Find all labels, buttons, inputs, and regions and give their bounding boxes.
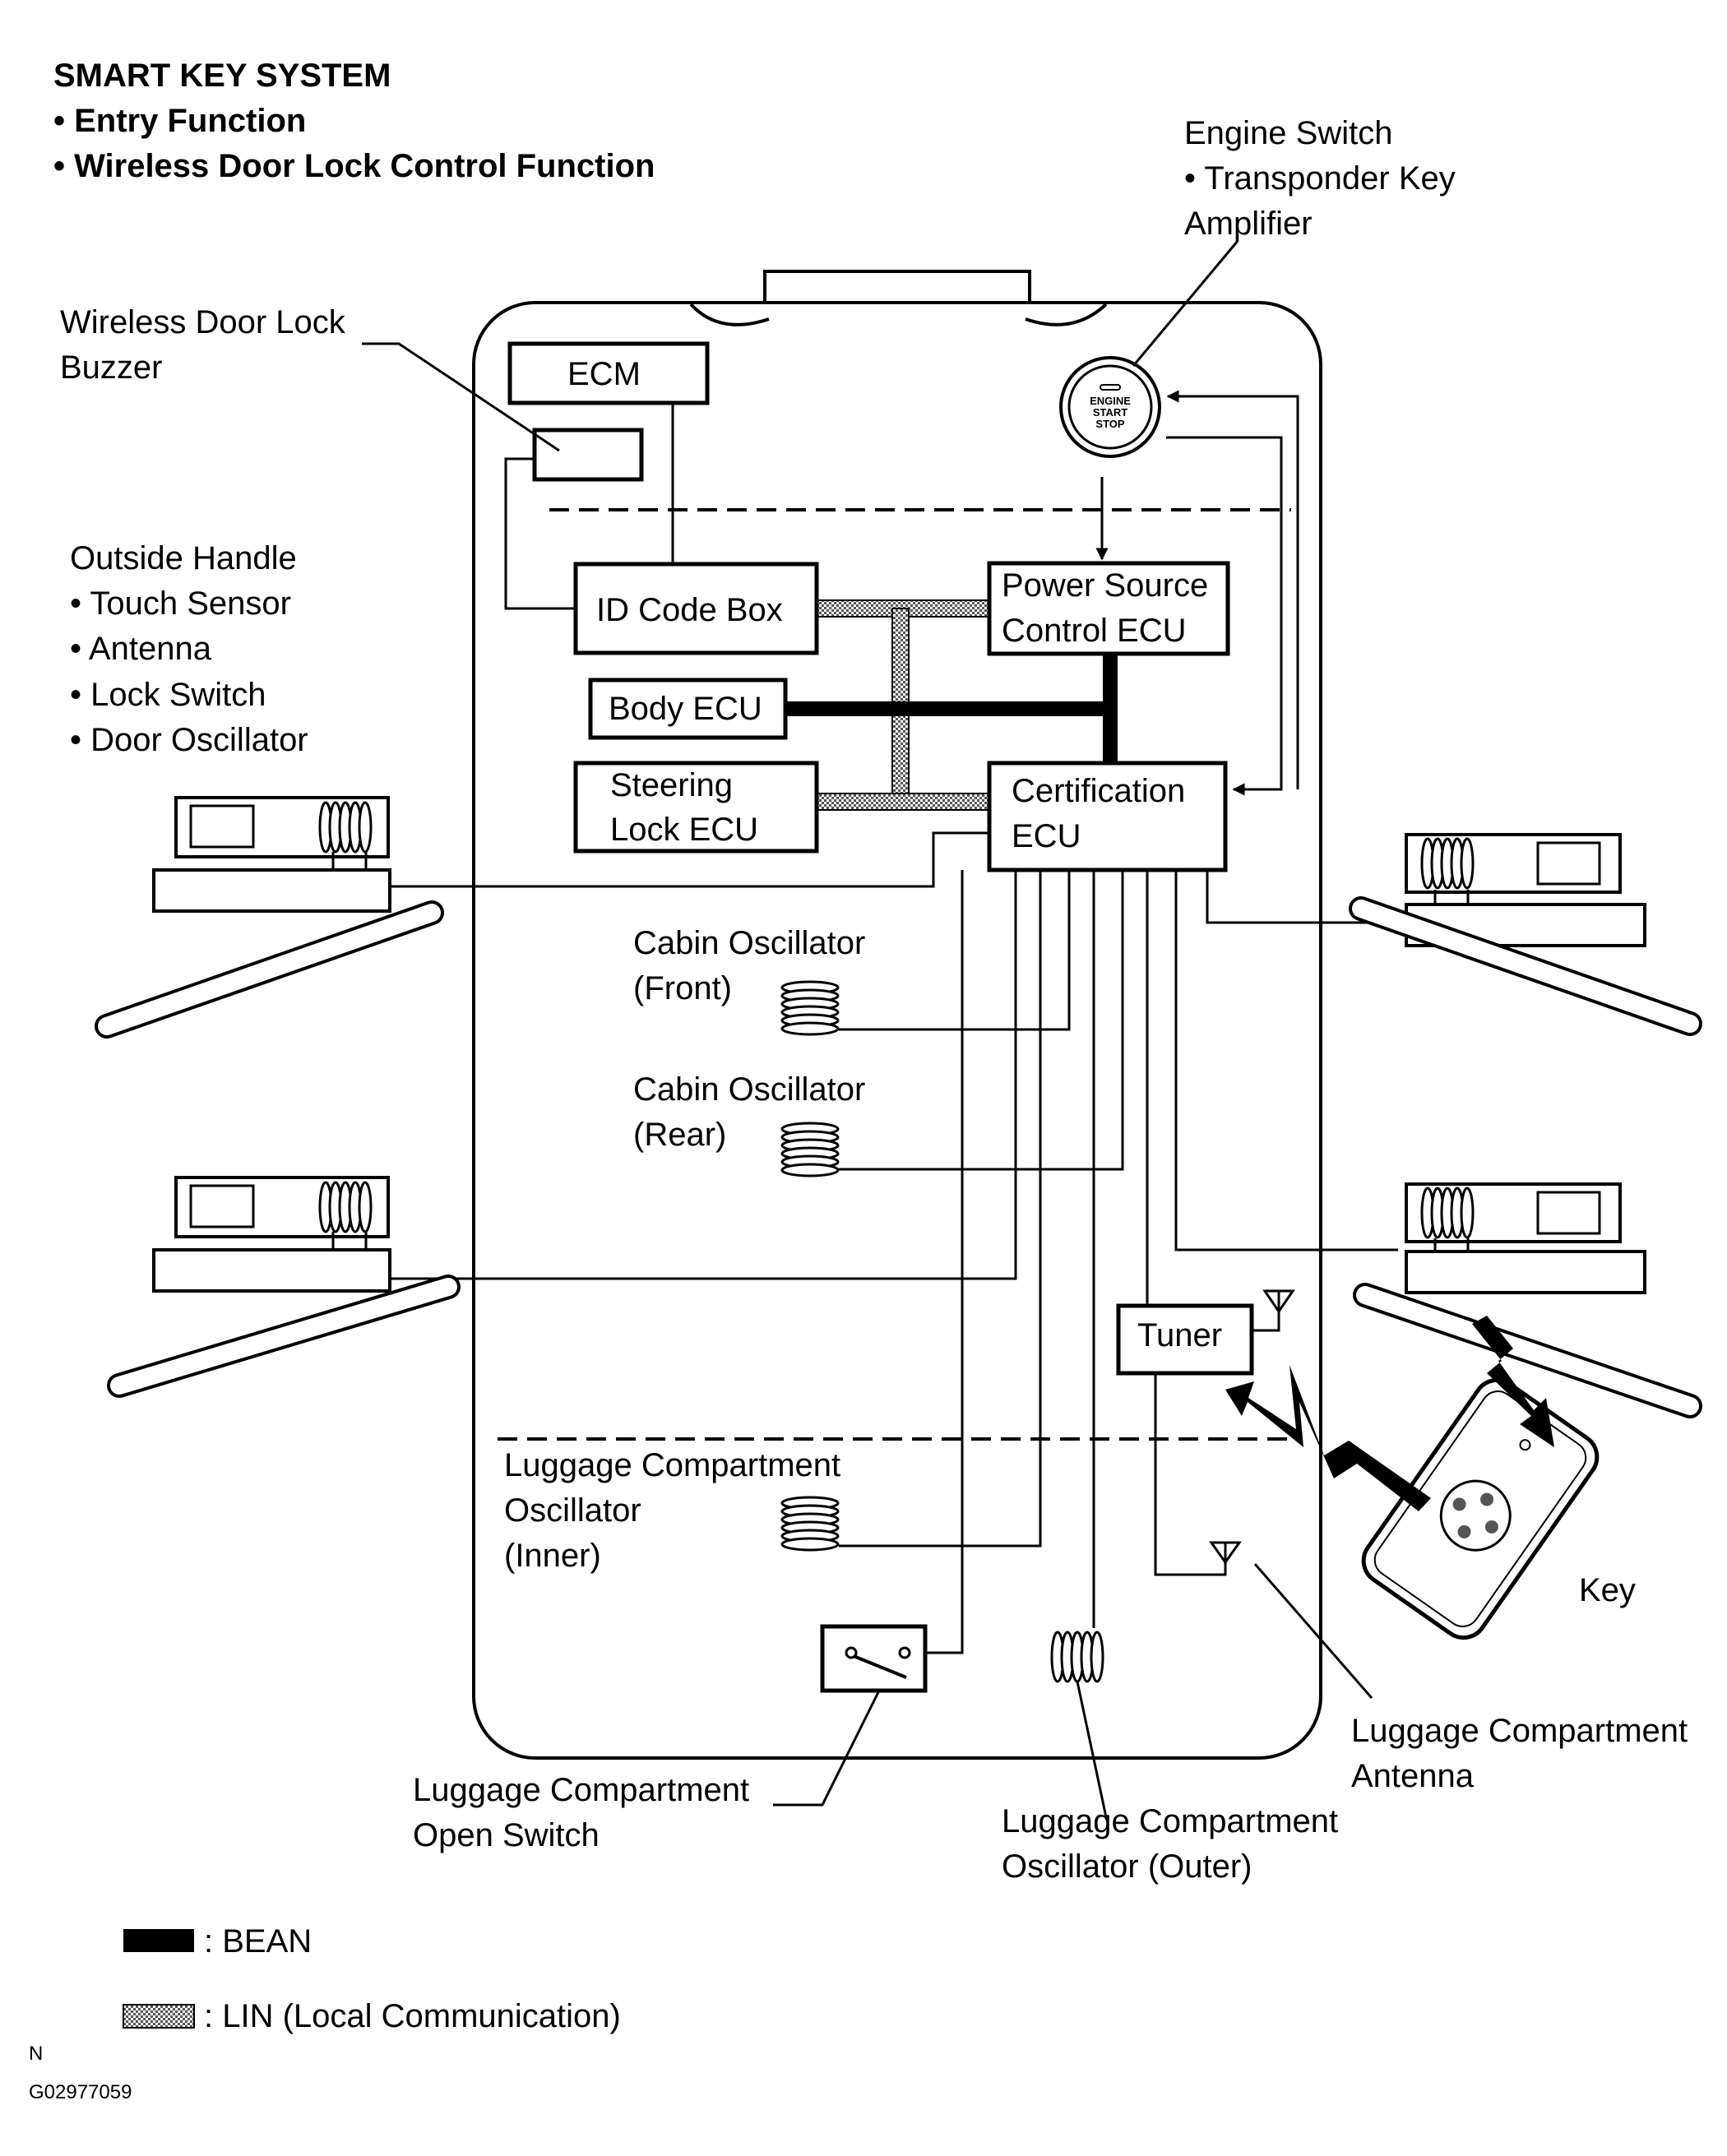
svg-text:Cabin Oscillator: Cabin Oscillator (633, 925, 865, 961)
svg-text:• Antenna: • Antenna (70, 631, 212, 667)
svg-text:Oscillator: Oscillator (504, 1492, 641, 1529)
tuner-box: Tuner (1116, 1303, 1254, 1376)
svg-text:Luggage Compartment: Luggage Compartment (504, 1447, 840, 1483)
luggage-open-switch-label: Luggage Compartment Open Switch (413, 1772, 749, 1853)
title-bullet-wireless: • Wireless Door Lock Control Function (53, 148, 655, 184)
svg-text:• Touch Sensor: • Touch Sensor (70, 585, 291, 622)
svg-text:Steering: Steering (610, 767, 733, 803)
engine-start-button: ENGINE START STOP (1059, 356, 1161, 458)
door-handle-front-right (1349, 833, 1702, 1036)
svg-text:Luggage Compartment: Luggage Compartment (1351, 1713, 1688, 1749)
door-handle-front-left (95, 796, 444, 1039)
figure-code: G02977059 (29, 2081, 132, 2103)
svg-text:ENGINE: ENGINE (1090, 395, 1131, 407)
svg-text:(Front): (Front) (633, 970, 732, 1006)
svg-text:Body ECU: Body ECU (609, 691, 762, 727)
svg-text:Power Source: Power Source (1002, 567, 1208, 604)
bean-bus (785, 654, 1118, 765)
svg-text:(Rear): (Rear) (633, 1117, 726, 1153)
page-title: SMART KEY SYSTEM (53, 58, 391, 94)
legend: : BEAN : LIN (Local Communication) (123, 1923, 621, 2034)
door-handle-rear-left (107, 1176, 461, 1398)
svg-text:Amplifier: Amplifier (1184, 206, 1313, 242)
svg-text:Certification: Certification (1012, 773, 1185, 809)
wiring (390, 390, 1398, 1654)
luggage-oscillator-outer-label: Luggage Compartment Oscillator (Outer) (1002, 1803, 1338, 1885)
luggage-antenna-icon (1209, 1541, 1242, 1566)
wireless-signal-key-to-tuner-icon (1225, 1365, 1431, 1511)
outside-handle-label: Outside Handle • Touch Sensor • Antenna … (70, 540, 308, 758)
power-source-control-ecu: Power Source Control ECU (987, 561, 1230, 656)
svg-text:Cabin Oscillator: Cabin Oscillator (633, 1071, 865, 1108)
cabin-oscillator-rear-icon (780, 1122, 840, 1177)
wireless-door-lock-buzzer (532, 428, 644, 482)
svg-text:ECM: ECM (567, 356, 641, 392)
legend-lin-label: : LIN (Local Communication) (204, 1998, 621, 2034)
svg-text:(Inner): (Inner) (504, 1538, 601, 1574)
engine-switch-label: Engine Switch • Transponder Key Amplifie… (1184, 115, 1456, 242)
luggage-antenna-label: Luggage Compartment Antenna (1351, 1713, 1688, 1794)
svg-text:START: START (1093, 406, 1127, 419)
svg-text:Luggage Compartment: Luggage Compartment (413, 1772, 749, 1808)
svg-text:Oscillator (Outer): Oscillator (Outer) (1002, 1848, 1252, 1885)
key-label: Key (1579, 1572, 1636, 1608)
legend-bean-swatch (123, 1929, 194, 1952)
steering-lock-ecu: Steering Lock ECU (573, 761, 819, 854)
luggage-open-switch-icon (820, 1624, 928, 1693)
luggage-oscillator-inner-label: Luggage Compartment Oscillator (Inner) (504, 1447, 840, 1574)
cabin-oscillator-front-icon (780, 980, 840, 1036)
legend-bean-label: : BEAN (204, 1923, 312, 1959)
svg-text:Buzzer: Buzzer (60, 349, 163, 386)
svg-text:Tuner: Tuner (1137, 1317, 1222, 1353)
leader-lines (362, 240, 1373, 1818)
svg-text:STOP: STOP (1095, 418, 1124, 430)
id-code-box: ID Code Box (573, 562, 819, 655)
svg-text:• Door Oscillator: • Door Oscillator (70, 722, 308, 758)
legend-lin-swatch (123, 2004, 195, 2029)
tuner-antenna-icon (1262, 1289, 1295, 1320)
ecm-box: ECM (507, 341, 710, 405)
footer-mark: N (29, 2043, 43, 2065)
certification-ecu: Certification ECU (987, 761, 1228, 872)
luggage-oscillator-outer-icon (1050, 1631, 1104, 1683)
svg-text:Open Switch: Open Switch (413, 1817, 600, 1853)
svg-text:Lock ECU: Lock ECU (610, 812, 758, 848)
svg-text:ID Code Box: ID Code Box (596, 592, 783, 628)
svg-text:• Lock Switch: • Lock Switch (70, 677, 266, 713)
vehicle-outline (472, 270, 1322, 1760)
luggage-oscillator-inner-icon (780, 1496, 840, 1552)
cabin-oscillator-rear-label: Cabin Oscillator (Rear) (633, 1071, 865, 1153)
svg-text:• Transponder Key: • Transponder Key (1184, 160, 1456, 197)
cabin-oscillator-front-label: Cabin Oscillator (Front) (633, 925, 865, 1006)
wireless-signal-key-to-door-icon (1472, 1316, 1554, 1447)
svg-text:Luggage Compartment: Luggage Compartment (1002, 1803, 1338, 1839)
svg-text:Engine Switch: Engine Switch (1184, 115, 1392, 151)
svg-text:Antenna: Antenna (1351, 1758, 1475, 1794)
body-ecu: Body ECU (588, 678, 788, 740)
title-bullet-entry: • Entry Function (53, 103, 306, 139)
door-handle-rear-right (1353, 1182, 1702, 1418)
svg-text:Outside Handle: Outside Handle (70, 540, 297, 576)
svg-text:ECU: ECU (1012, 818, 1081, 854)
svg-text:Wireless Door Lock: Wireless Door Lock (60, 304, 346, 340)
wireless-door-lock-buzzer-label: Wireless Door Lock Buzzer (60, 304, 346, 386)
svg-text:Control ECU: Control ECU (1002, 613, 1187, 649)
smart-key-fob-icon (1361, 1377, 1600, 1640)
